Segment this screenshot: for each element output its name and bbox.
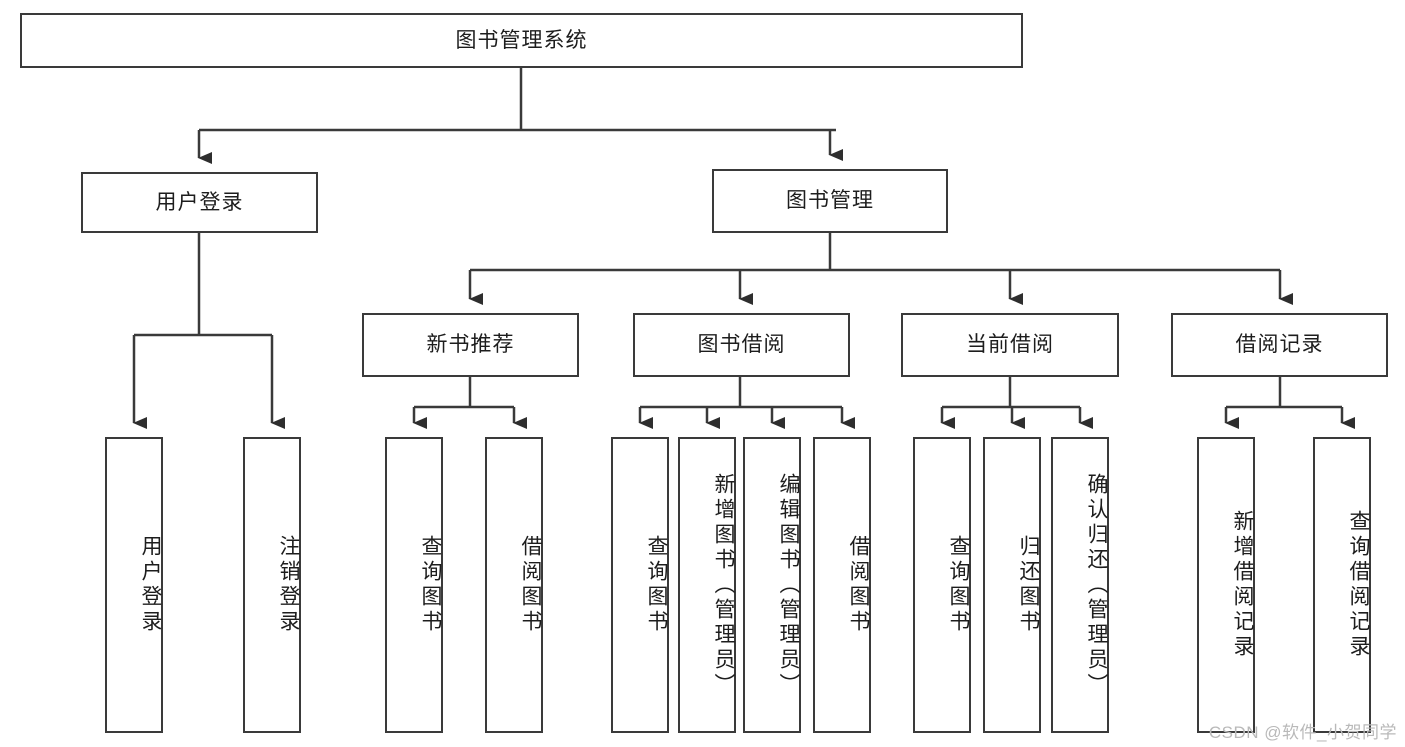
node-leaf-borrow-book-1[interactable]: 借阅图书 (485, 437, 543, 733)
node-leaf-edit-book-label: 编辑图书（管理员） (777, 472, 800, 698)
node-leaf-confirm-return[interactable]: 确认归还（管理员） (1051, 437, 1109, 733)
node-book-manage-label: 图书管理 (786, 189, 874, 213)
node-borrow-record[interactable]: 借阅记录 (1171, 313, 1388, 377)
node-leaf-logout[interactable]: 注销登录 (243, 437, 301, 733)
node-root[interactable]: 图书管理系统 (20, 13, 1023, 68)
node-leaf-confirm-return-label: 确认归还（管理员） (1085, 472, 1108, 698)
node-leaf-return-book[interactable]: 归还图书 (983, 437, 1041, 733)
watermark: CSDN @软件_小贺同学 (1208, 723, 1397, 742)
node-leaf-borrow-book-1-label: 借阅图书 (519, 535, 542, 635)
node-book-borrow[interactable]: 图书借阅 (633, 313, 850, 377)
node-user-login-label: 用户登录 (155, 190, 244, 214)
node-book-borrow-label: 图书借阅 (697, 333, 786, 357)
node-leaf-query-book-1[interactable]: 查询图书 (385, 437, 443, 733)
node-leaf-add-book[interactable]: 新增图书（管理员） (678, 437, 736, 733)
node-leaf-borrow-book-2[interactable]: 借阅图书 (813, 437, 871, 733)
node-leaf-logout-label: 注销登录 (277, 535, 300, 635)
node-leaf-user-login[interactable]: 用户登录 (105, 437, 163, 733)
node-new-book-recommend-label: 新书推荐 (426, 333, 515, 357)
node-leaf-borrow-book-2-label: 借阅图书 (847, 535, 870, 635)
node-leaf-return-book-label: 归还图书 (1017, 535, 1040, 635)
node-leaf-query-record-label: 查询借阅记录 (1347, 510, 1370, 660)
node-user-login[interactable]: 用户登录 (81, 172, 318, 233)
node-leaf-add-record-label: 新增借阅记录 (1231, 510, 1254, 660)
node-borrow-record-label: 借阅记录 (1235, 333, 1324, 357)
node-leaf-query-book-2[interactable]: 查询图书 (611, 437, 669, 733)
node-new-book-recommend[interactable]: 新书推荐 (362, 313, 579, 377)
node-current-borrow-label: 当前借阅 (966, 333, 1054, 357)
node-current-borrow[interactable]: 当前借阅 (901, 313, 1119, 377)
node-leaf-add-record[interactable]: 新增借阅记录 (1197, 437, 1255, 733)
node-leaf-query-book-2-label: 查询图书 (645, 535, 668, 635)
node-leaf-add-book-label: 新增图书（管理员） (712, 472, 735, 698)
node-leaf-query-book-3-label: 查询图书 (947, 535, 970, 635)
node-book-manage[interactable]: 图书管理 (712, 169, 948, 233)
node-leaf-edit-book[interactable]: 编辑图书（管理员） (743, 437, 801, 733)
node-leaf-user-login-label: 用户登录 (139, 535, 162, 635)
node-leaf-query-book-1-label: 查询图书 (419, 535, 442, 635)
node-leaf-query-book-3[interactable]: 查询图书 (913, 437, 971, 733)
node-root-label: 图书管理系统 (455, 28, 588, 52)
node-leaf-query-record[interactable]: 查询借阅记录 (1313, 437, 1371, 733)
